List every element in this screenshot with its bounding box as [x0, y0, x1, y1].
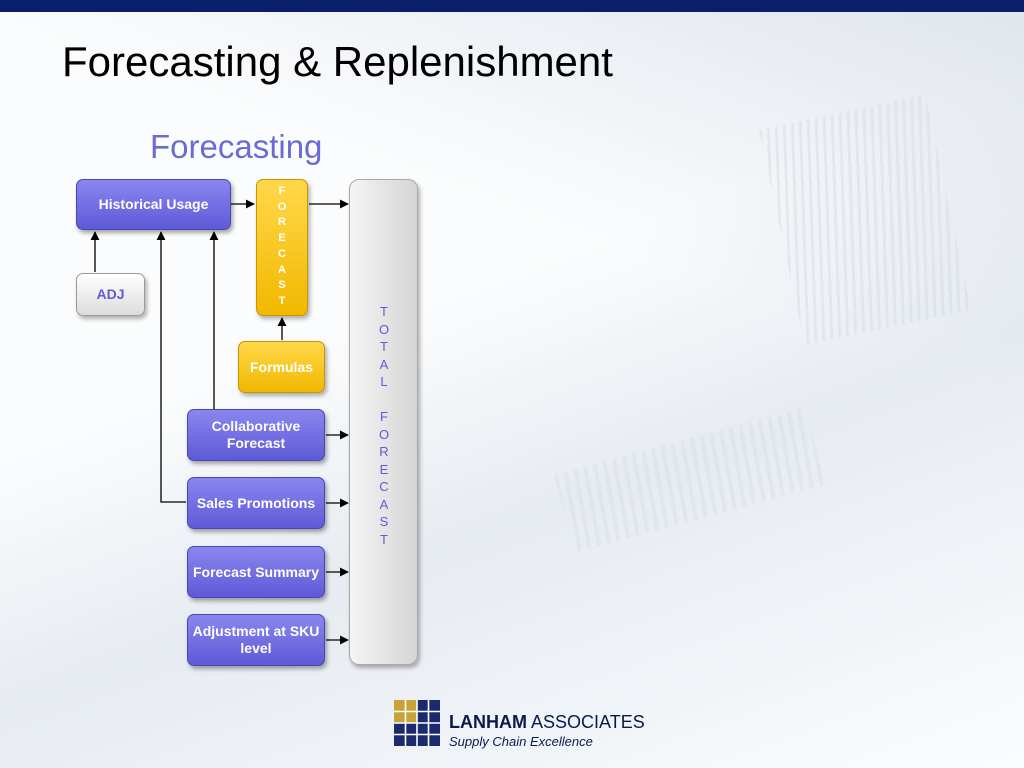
adj-box: ADJ [76, 273, 145, 316]
logo-name-bold: LANHAM [449, 712, 527, 732]
arrow-sales-to-historical [156, 231, 186, 503]
forecast-vertical-label: F O R E C A S T [277, 185, 287, 307]
logo-tagline: Supply Chain Excellence [449, 734, 593, 749]
sales-promotions-label: Sales Promotions [196, 494, 316, 511]
total-forecast-box [349, 179, 418, 665]
logo-name: LANHAM ASSOCIATES [449, 712, 645, 733]
lanham-logo-icon [394, 700, 440, 746]
formulas-box: Formulas [238, 341, 325, 393]
top-bar [0, 0, 1024, 12]
adjustment-sku-label: Adjustment at SKU level [192, 623, 320, 656]
historical-usage-label: Historical Usage [98, 196, 209, 212]
adj-label: ADJ [96, 286, 125, 302]
formulas-label: Formulas [249, 358, 313, 375]
forecast-summary-box: Forecast Summary [187, 546, 325, 598]
sales-promotions-box: Sales Promotions [187, 477, 325, 529]
collaborative-forecast-label: Collaborative Forecast [211, 418, 301, 451]
forecast-summary-label: Forecast Summary [192, 563, 320, 580]
collaborative-forecast-box: Collaborative Forecast [187, 409, 325, 461]
total-forecast-label: T O T A L F O R E C A S T [378, 304, 390, 547]
forecast-vertical-box [256, 179, 308, 316]
slide-title: Forecasting & Replenishment [62, 38, 613, 85]
logo-name-rest: ASSOCIATES [527, 712, 645, 732]
adjustment-sku-box: Adjustment at SKU level [187, 614, 325, 666]
diagram-subtitle: Forecasting [150, 128, 323, 165]
historical-usage-box: Historical Usage [76, 179, 231, 230]
